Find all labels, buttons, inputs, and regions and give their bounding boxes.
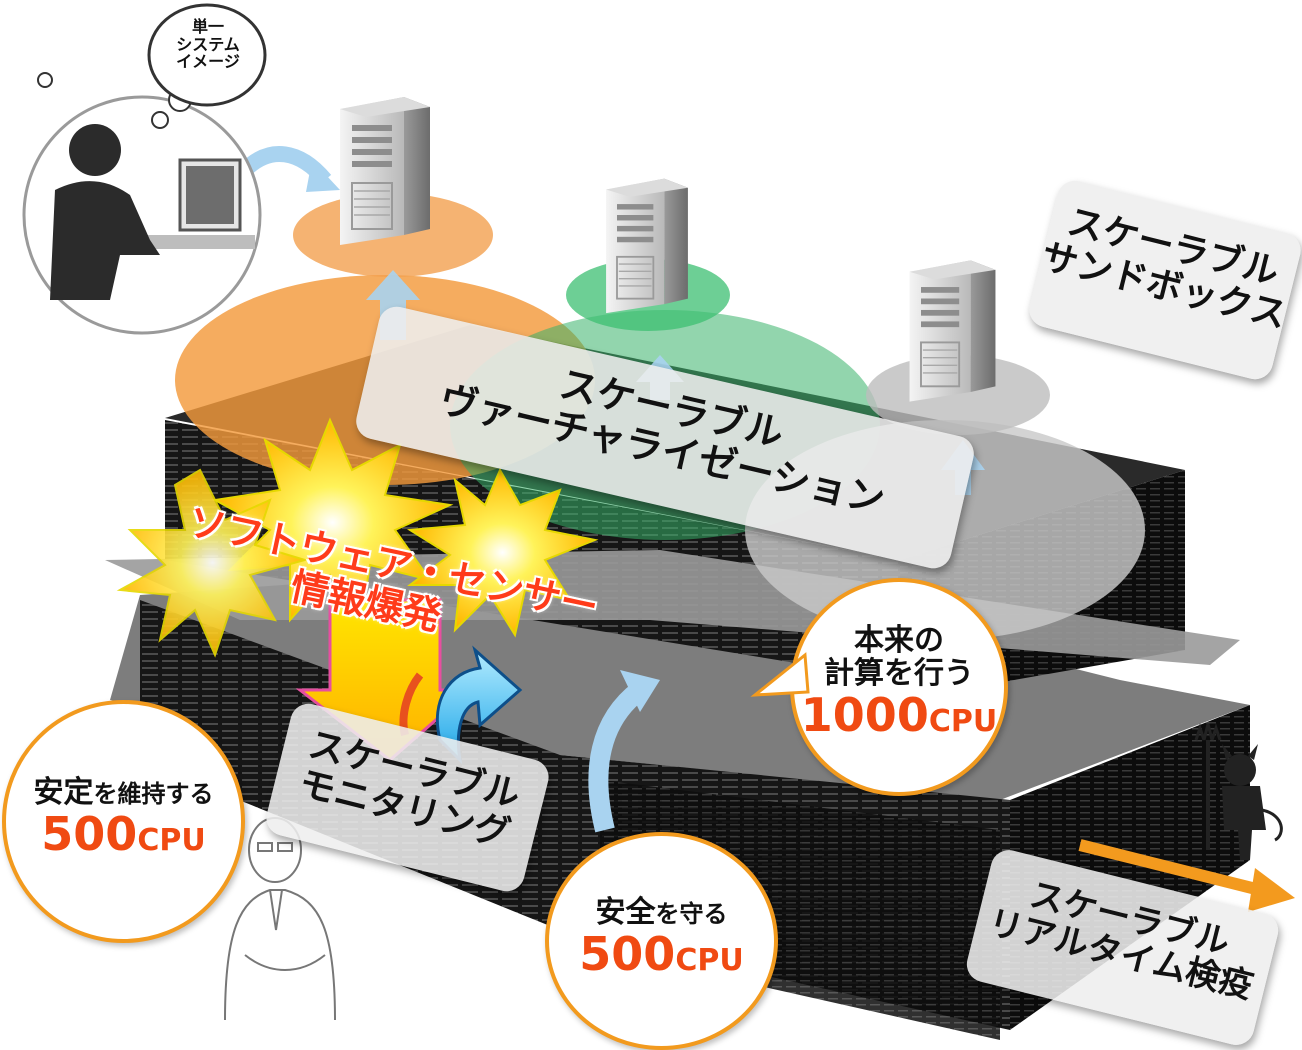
server-tower-icon <box>339 96 431 245</box>
compute-cpu: 1000CPU <box>794 690 1004 741</box>
security-number: 500 <box>579 927 676 981</box>
thought-bubble-text: 単一 システム イメージ <box>165 18 251 71</box>
server-tower-icon <box>605 177 689 315</box>
stability-number: 500 <box>41 807 138 861</box>
security-unit: CPU <box>675 943 744 978</box>
compute-line2: 計算を行う <box>824 656 974 691</box>
stability-cpu: 500CPU <box>6 809 241 860</box>
security-suffix: を守る <box>655 900 728 928</box>
quarantine-arrow <box>1078 839 1262 896</box>
stability-unit: CPU <box>137 823 206 858</box>
security-cpu: 500CPU <box>549 929 774 980</box>
compute-bubble-tail <box>750 652 810 697</box>
compute-line1: 本来の <box>854 623 944 658</box>
stability-prefix: 安定 <box>33 775 94 810</box>
server-tower-icon <box>908 259 997 403</box>
feedback-up-arrow <box>435 645 523 765</box>
explosion-burst <box>116 417 599 658</box>
thought-bubble <box>147 3 267 107</box>
stability-bubble: 安定を維持する 500CPU <box>2 700 245 943</box>
compute-bubble: 本来の 計算を行う 1000CPU <box>790 578 1008 796</box>
security-bubble: 安全を守る 500CPU <box>545 832 778 1050</box>
security-arrow <box>588 682 647 833</box>
thought-line: システム <box>176 34 240 54</box>
stability-text: 安定を維持する 500CPU <box>6 776 241 860</box>
thought-line: イメージ <box>176 52 240 72</box>
compute-number: 1000 <box>800 688 929 742</box>
devil-icon <box>1194 723 1283 860</box>
security-text: 安全を守る 500CPU <box>549 896 774 980</box>
thought-line: 単一 <box>191 17 224 36</box>
stability-suffix: を維持する <box>93 780 214 808</box>
security-prefix: 安全 <box>595 895 656 930</box>
compute-unit: CPU <box>928 704 998 739</box>
user-at-computer-icon <box>22 72 262 335</box>
security-line: 安全を守る <box>549 896 774 929</box>
compute-text: 本来の 計算を行う 1000CPU <box>794 624 1004 741</box>
stability-line: 安定を維持する <box>6 776 241 809</box>
